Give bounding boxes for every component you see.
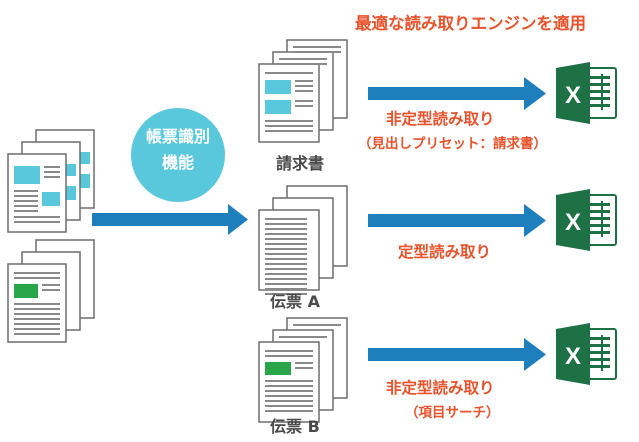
route-note-form-b: （項目サーチ） [405, 405, 500, 421]
route-note-invoice: （見出しプリセット：請求書） [358, 136, 547, 152]
route-arrow-form-b [368, 338, 546, 371]
classifier-label-line2: 機能 [161, 153, 194, 172]
classifier-label-line1: 帳票識別 [145, 127, 210, 146]
route-title-invoice: 非定型読み取り [386, 110, 495, 128]
form-label-invoice: 請求書 [276, 154, 325, 173]
excel-icon-letter: X [565, 82, 581, 109]
form-label-form-a: 伝票 A [270, 292, 320, 311]
route-arrow-form-a [368, 204, 546, 237]
route-title-form-a: 定型読み取り [398, 243, 492, 261]
excel-icon-letter: X [565, 209, 581, 236]
route-arrow-invoice [368, 77, 546, 110]
route-title-form-b: 非定型読み取り [386, 379, 495, 397]
excel-icon: X [556, 189, 617, 251]
form-b-document-stack [258, 317, 348, 423]
input-document-stack-teal [7, 129, 95, 233]
form-label-form-b: 伝票 B [270, 417, 320, 436]
invoice-document-stack [258, 39, 348, 143]
excel-icon: X [556, 62, 617, 124]
main-flow-arrow [92, 204, 248, 235]
headline: 最適な読み取りエンジンを適用 [355, 14, 586, 33]
classifier-label: 帳票識別 機能 [128, 124, 228, 176]
excel-icon: X [556, 323, 617, 385]
input-document-stack-green [7, 239, 95, 343]
excel-icon-letter: X [565, 343, 581, 370]
form-a-document-stack [258, 185, 348, 295]
classifier-circle [131, 108, 225, 202]
